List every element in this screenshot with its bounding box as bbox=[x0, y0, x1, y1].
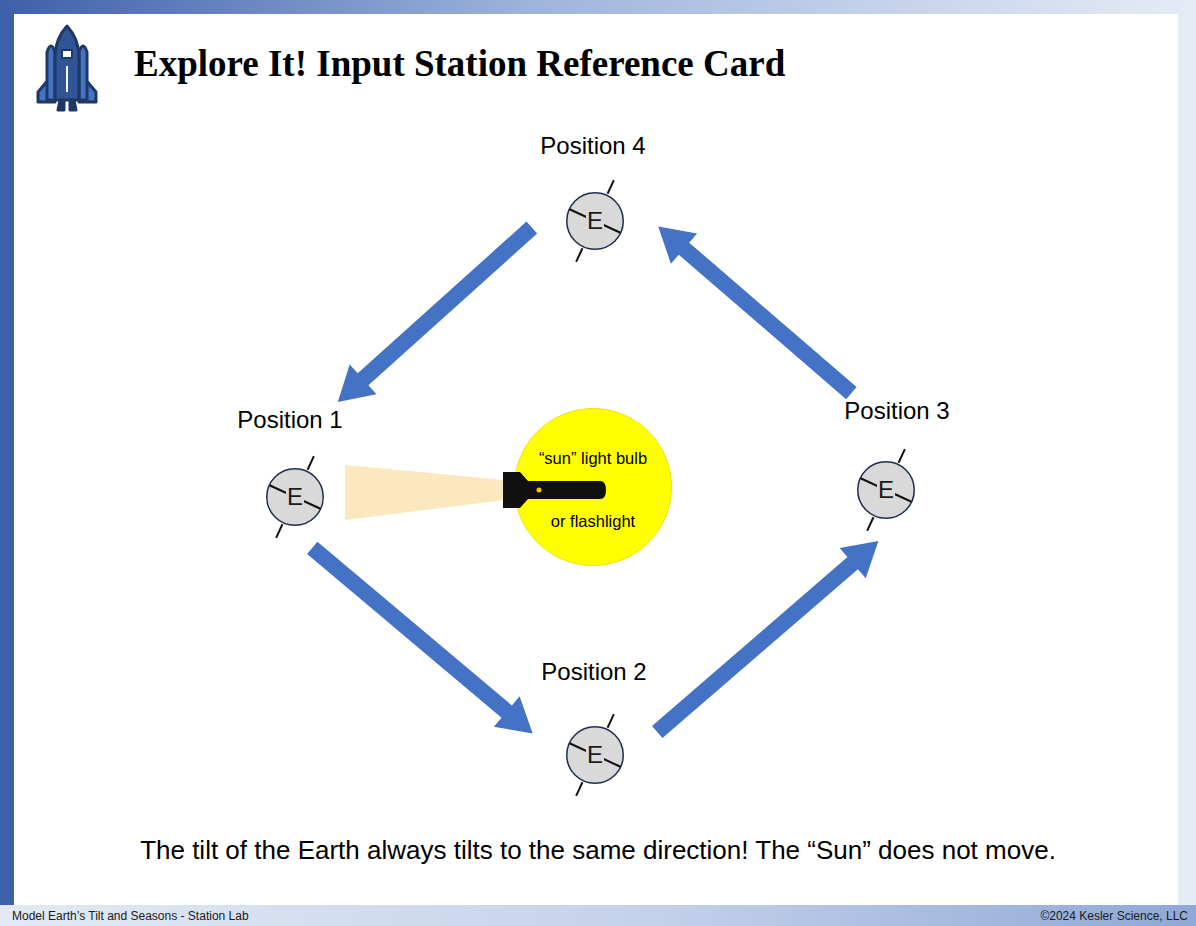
position-label: Position 4 bbox=[540, 132, 645, 160]
position-label: Position 2 bbox=[541, 658, 646, 686]
axis-line bbox=[608, 180, 614, 194]
equator-line bbox=[570, 209, 621, 232]
earth-letter: E bbox=[286, 485, 304, 509]
sun-label: or flashlight bbox=[514, 511, 672, 531]
position-label: Position 3 bbox=[844, 397, 949, 425]
title: Explore It! Input Station Reference Card bbox=[134, 42, 785, 86]
sun-circle bbox=[514, 408, 672, 566]
sun-node: “sun” light bulb or flashlight bbox=[514, 408, 672, 566]
light-beam bbox=[345, 465, 505, 520]
earth-outline bbox=[567, 193, 624, 250]
orbit-arrow bbox=[307, 542, 533, 734]
orbit-arrow bbox=[658, 226, 856, 399]
axis-line bbox=[576, 782, 582, 796]
orbit-arrow bbox=[338, 222, 537, 402]
flashlight-icon bbox=[503, 472, 606, 508]
earth-letter: E bbox=[586, 209, 604, 233]
earth-letter: E bbox=[586, 743, 604, 767]
earth-outline bbox=[858, 462, 915, 519]
axis-line bbox=[276, 524, 282, 538]
footer-label: ©2024 Kesler Science, LLC bbox=[1040, 908, 1188, 924]
earth-node: Position 2 E bbox=[537, 658, 652, 802]
earth-holder: E bbox=[857, 461, 915, 519]
earth-holder: E bbox=[266, 468, 324, 526]
earth-holder: E bbox=[566, 726, 624, 784]
earth-node: Position 4 E bbox=[536, 132, 653, 268]
equator-line bbox=[861, 478, 912, 501]
footer-label: Model Earth’s Tilt and Seasons - Station… bbox=[12, 908, 249, 924]
rocket-icon bbox=[38, 26, 96, 110]
equator-line bbox=[570, 743, 621, 766]
axis-line bbox=[899, 449, 905, 463]
flashlight-switch bbox=[537, 488, 542, 493]
orbit-arrow bbox=[652, 541, 878, 738]
equator-line bbox=[270, 485, 321, 508]
earth-outline bbox=[267, 469, 324, 526]
earth-holder: E bbox=[566, 192, 624, 250]
position-label: Position 1 bbox=[237, 406, 342, 434]
axis-line bbox=[867, 517, 873, 531]
axis-line bbox=[308, 456, 314, 470]
earth-outline bbox=[567, 727, 624, 784]
earth-node: Position 3 E bbox=[818, 397, 953, 537]
earth-node: Position 1 E bbox=[233, 406, 356, 544]
axis-line bbox=[608, 714, 614, 728]
axis-line bbox=[576, 248, 582, 262]
earth-letter: E bbox=[877, 478, 895, 502]
sun-label: “sun” light bulb bbox=[514, 448, 672, 468]
caption: The tilt of the Earth always tilts to th… bbox=[20, 834, 1176, 866]
